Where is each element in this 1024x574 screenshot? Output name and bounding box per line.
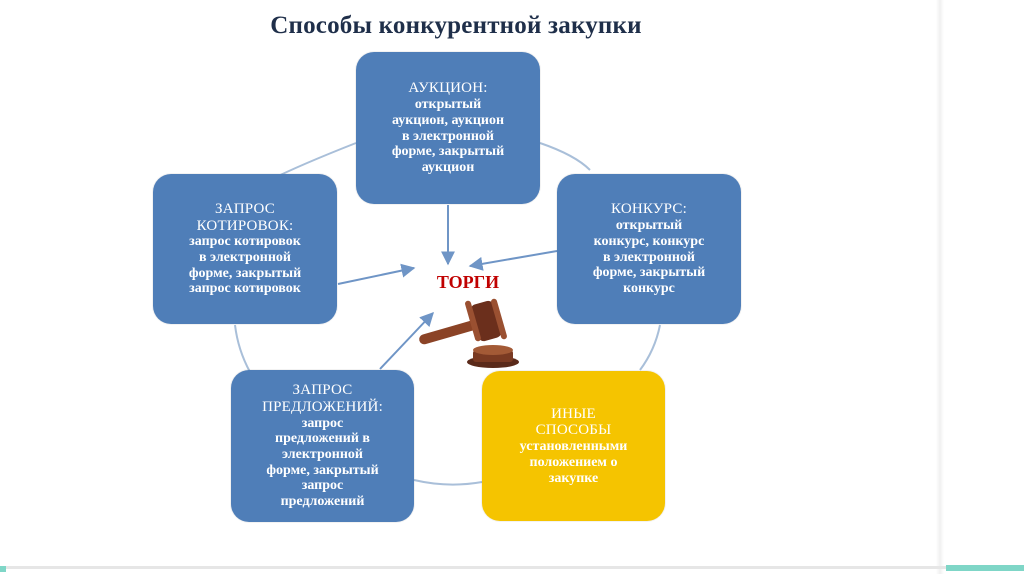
- accent-mark-left: [0, 566, 6, 572]
- other-body-line: положением о: [529, 454, 618, 470]
- slide-bottom-divider: [0, 566, 1024, 569]
- other-box-head: ИНЫЕ СПОСОБЫ: [536, 406, 612, 440]
- quotes-body-line: запрос котировок: [189, 281, 301, 297]
- contest-box-head: КОНКУРС:: [611, 201, 687, 218]
- arrow-quotes-to-center: [337, 263, 416, 285]
- auction-body-line: аукцион, аукцион: [391, 112, 505, 128]
- proposals-request-box: ЗАПРОС ПРЕДЛОЖЕНИЙ: запрос предложений в…: [231, 370, 414, 522]
- quotes-head-line: КОТИРОВОК:: [196, 217, 294, 234]
- proposals-body-line: запрос: [301, 415, 344, 431]
- ring-arc-quotes-proposals: [234, 324, 251, 373]
- contest-head-line: КОНКУРС:: [611, 201, 687, 218]
- other-head-line: СПОСОБЫ: [535, 422, 612, 439]
- quotes-box-body: запрос котировок в электронной форме, за…: [189, 234, 301, 297]
- auction-body-line: открытый: [414, 97, 482, 113]
- ring-arc-contest-other: [639, 324, 661, 371]
- center-label-torgi: ТОРГИ: [436, 272, 500, 292]
- ring-arc-auction-contest: [539, 142, 591, 171]
- contest-box-body: открытый конкурс, конкурс в электронной …: [593, 218, 705, 296]
- contest-body-line: открытый: [615, 218, 683, 234]
- proposals-body-line: электронной: [282, 447, 363, 463]
- proposals-box-body: запрос предложений в электронной форме, …: [266, 416, 378, 510]
- arrow-contest-to-center: [468, 250, 558, 271]
- quotes-request-box: ЗАПРОС КОТИРОВОК: запрос котировок в эле…: [153, 174, 337, 324]
- auction-body-line: форме, закрытый: [391, 144, 505, 160]
- slide-edge-shadow: [936, 0, 944, 574]
- auction-head-line: АУКЦИОН:: [408, 80, 488, 97]
- other-body-line: установленными: [519, 439, 628, 455]
- quotes-body-line: запрос котировок: [189, 234, 301, 250]
- quotes-head-line: ЗАПРОС: [215, 200, 275, 217]
- slide-title: Способы конкурентной закупки: [270, 12, 642, 39]
- contest-body-line: форме, закрытый: [592, 265, 706, 281]
- quotes-body-line: в электронной: [198, 250, 291, 266]
- other-body-line: закупке: [548, 470, 599, 486]
- other-methods-box: ИНЫЕ СПОСОБЫ установленными положением о…: [482, 371, 665, 521]
- contest-box: КОНКУРС: открытый конкурс, конкурс в эле…: [557, 174, 741, 324]
- contest-body-line: в электронной: [602, 249, 695, 265]
- proposals-head-line: ПРЕДЛОЖЕНИЙ:: [262, 398, 383, 415]
- proposals-body-line: запрос: [301, 478, 344, 494]
- proposals-body-line: предложений в: [275, 431, 370, 447]
- auction-box-head: АУКЦИОН:: [408, 80, 487, 97]
- other-box-body: установленными положением о закупке: [520, 439, 628, 486]
- proposals-body-line: предложений: [280, 494, 365, 510]
- auction-body-line: аукцион: [421, 159, 475, 175]
- auction-box-body: открытый аукцион, аукцион в электронной …: [392, 97, 504, 175]
- quotes-body-line: форме, закрытый: [188, 265, 302, 281]
- quotes-box-head: ЗАПРОС КОТИРОВОК:: [197, 201, 294, 235]
- other-head-line: ИНЫЕ: [551, 405, 596, 422]
- accent-mark-right: [946, 565, 1024, 571]
- contest-body-line: конкурс: [623, 280, 675, 296]
- auction-box: АУКЦИОН: открытый аукцион, аукцион в эле…: [356, 52, 540, 204]
- contest-body-line: конкурс, конкурс: [593, 233, 705, 249]
- auction-body-line: в электронной: [401, 128, 494, 144]
- proposals-head-line: ЗАПРОС: [292, 382, 353, 399]
- ring-arc-proposals-other: [413, 479, 483, 486]
- gavel-icon: [419, 298, 519, 368]
- arrow-proposals-to-center: [379, 311, 434, 370]
- proposals-box-head: ЗАПРОС ПРЕДЛОЖЕНИЙ:: [262, 382, 383, 416]
- proposals-body-line: форме, закрытый: [266, 462, 379, 478]
